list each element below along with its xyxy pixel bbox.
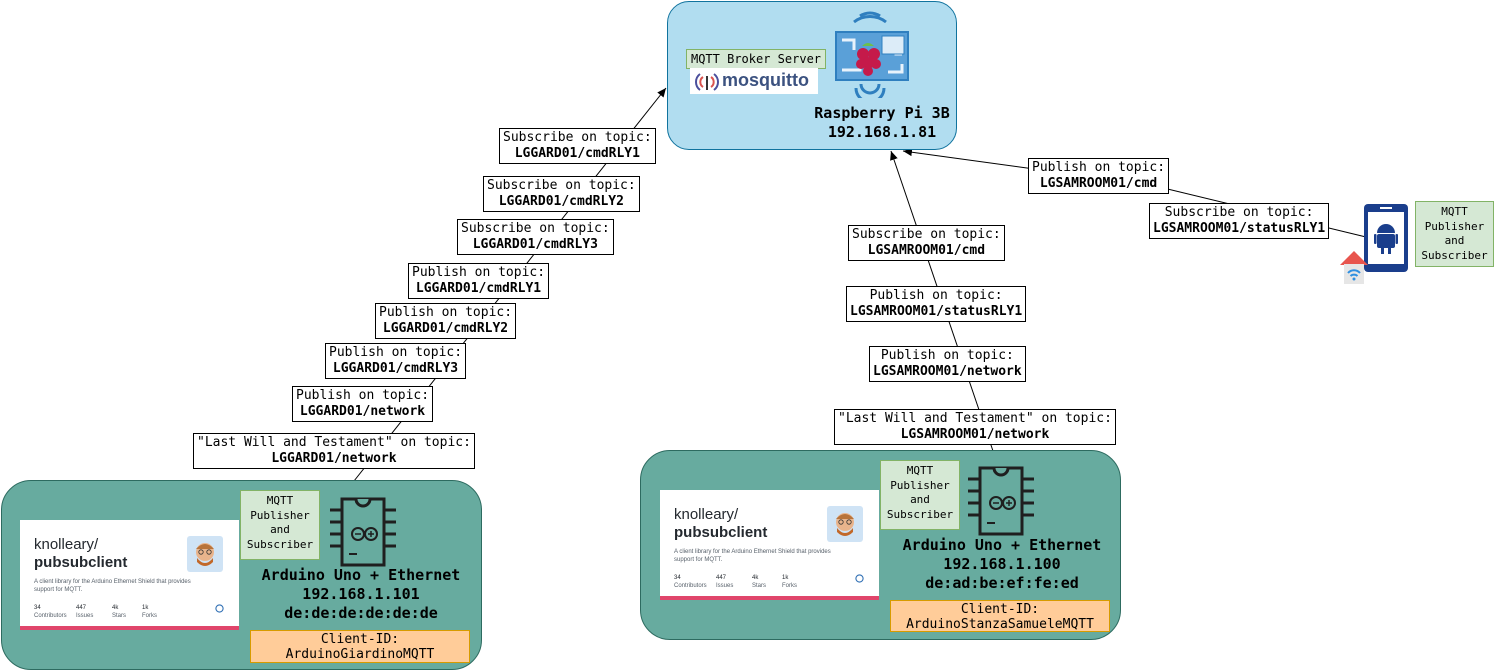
right-device-mac: de:ad:be:ef:fe:ed bbox=[925, 574, 1079, 592]
right-client-id-box: Client-ID: ArduinoStanzaSamueleMQTT bbox=[890, 600, 1110, 632]
topic-label: Publish on topic:LGSAMROOM01/cmd bbox=[1028, 158, 1170, 194]
left-device-ip: 192.168.1.101 bbox=[302, 585, 420, 603]
broker-device-info: Raspberry Pi 3B 192.168.1.81 bbox=[797, 104, 967, 142]
right-device-ip: 192.168.1.100 bbox=[943, 555, 1061, 573]
card-owner: knolleary/ bbox=[674, 506, 739, 523]
topic-label: Publish on topic:LGGARD01/cmdRLY3 bbox=[325, 343, 467, 379]
topic-label: "Last Will and Testament" on topic:LGSAM… bbox=[834, 409, 1116, 445]
topic-label: Subscribe on topic:LGGARD01/cmdRLY3 bbox=[457, 219, 614, 255]
left-pubsubclient-card: knolleary/ pubsubclient A client library… bbox=[20, 520, 239, 630]
left-client-id-box: Client-ID: ArduinoGiardinoMQTT bbox=[250, 630, 470, 663]
github-icon bbox=[215, 604, 224, 613]
topic-label: Publish on topic:LGSAMROOM01/statusRLY1 bbox=[846, 286, 1027, 322]
right-pubsubclient-card: knolleary/ pubsubclient A client library… bbox=[660, 490, 879, 600]
left-device-mac: de:de:de:de:de:de bbox=[284, 604, 438, 622]
card-owner: knolleary/ bbox=[34, 536, 99, 553]
topic-label: Publish on topic:LGGARD01/cmdRLY1 bbox=[408, 263, 550, 299]
android-phone-icon bbox=[1340, 204, 1408, 284]
topic-label: Publish on topic:LGGARD01/network bbox=[292, 386, 434, 422]
left-device-info: Arduino Uno + Ethernet 192.168.1.101 de:… bbox=[246, 566, 476, 623]
topic-label: Publish on topic:LGGARD01/cmdRLY2 bbox=[375, 303, 517, 339]
mosquitto-logo: mosquitto bbox=[690, 68, 818, 94]
card-repo: pubsubclient bbox=[34, 554, 128, 571]
right-device-name: Arduino Uno + Ethernet bbox=[902, 536, 1102, 554]
right-arduino-chip-icon bbox=[968, 466, 1034, 536]
mosquitto-logo-text: mosquitto bbox=[722, 70, 809, 90]
client-id-label: Client-ID: bbox=[960, 602, 1040, 617]
client-id-label: Client-ID: bbox=[320, 632, 400, 647]
topic-label: Subscribe on topic:LGSAMROOM01/statusRLY… bbox=[1149, 203, 1330, 239]
broker-tag: MQTT Broker Server bbox=[686, 49, 826, 69]
card-description: A client library for the Arduino Etherne… bbox=[34, 579, 191, 593]
github-icon bbox=[855, 574, 864, 583]
right-role-box: MQTT Publisher and Subscriber bbox=[880, 460, 960, 530]
client-id-value: ArduinoStanzaSamueleMQTT bbox=[906, 617, 1094, 632]
broker-device-name: Raspberry Pi 3B bbox=[814, 104, 950, 122]
broker-ip: 192.168.1.81 bbox=[827, 123, 937, 141]
topic-label: Subscribe on topic:LGGARD01/cmdRLY2 bbox=[483, 176, 640, 212]
mosquitto-logo-icon bbox=[695, 73, 719, 91]
android-role-box: MQTT Publisher and Subscriber bbox=[1415, 201, 1494, 267]
left-device-name: Arduino Uno + Ethernet bbox=[261, 566, 461, 584]
avatar bbox=[827, 506, 863, 542]
raspberry-pi-icon bbox=[835, 11, 909, 98]
avatar bbox=[187, 536, 223, 572]
topic-label: Subscribe on topic:LGSAMROOM01/cmd bbox=[848, 225, 1005, 261]
left-role-box: MQTT Publisher and Subscriber bbox=[240, 490, 320, 560]
card-repo: pubsubclient bbox=[674, 524, 768, 541]
card-description: A client library for the Arduino Etherne… bbox=[674, 549, 831, 563]
topic-label: Publish on topic:LGSAMROOM01/network bbox=[869, 346, 1026, 382]
topic-label: "Last Will and Testament" on topic:LGGAR… bbox=[193, 433, 475, 469]
right-device-info: Arduino Uno + Ethernet 192.168.1.100 de:… bbox=[887, 536, 1117, 593]
left-arduino-chip-icon bbox=[330, 497, 396, 567]
topic-label: Subscribe on topic:LGGARD01/cmdRLY1 bbox=[499, 128, 656, 164]
client-id-value: ArduinoGiardinoMQTT bbox=[285, 647, 435, 662]
